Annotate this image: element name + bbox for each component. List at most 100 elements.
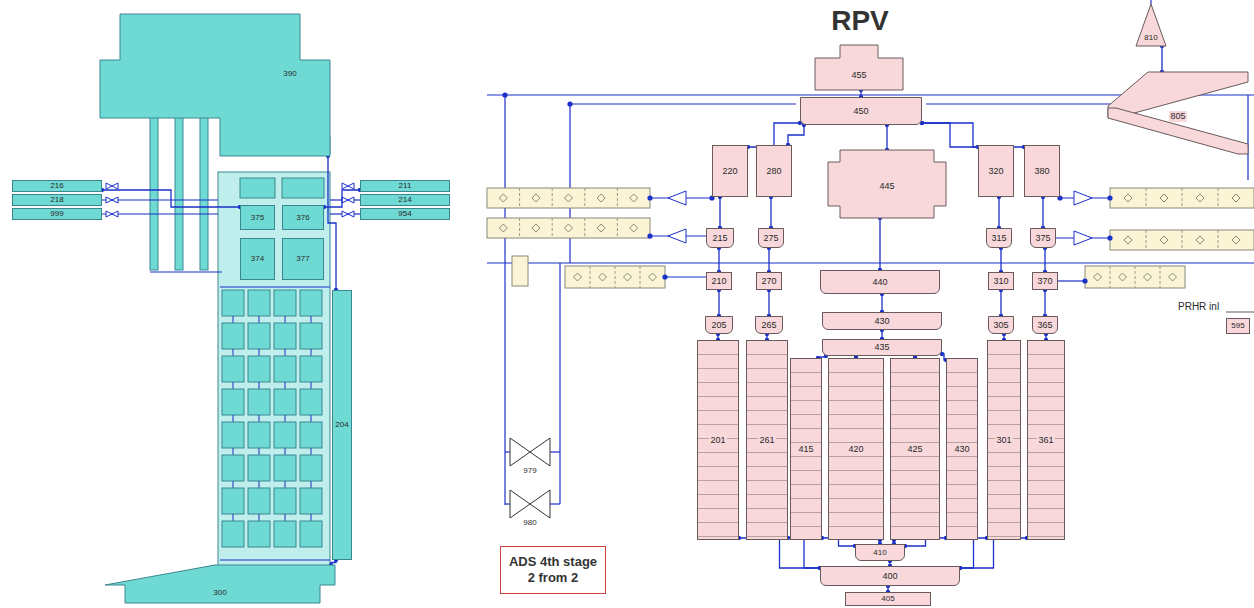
cell-diamond (499, 224, 507, 232)
pipe-line (150, 271, 222, 272)
volume-number: 205 (711, 321, 726, 330)
lower-plenum: 300 (105, 565, 335, 603)
pipe-volume (1085, 266, 1185, 288)
core-cell (300, 521, 322, 547)
junction-dot (1107, 195, 1112, 200)
volume-box: 377 (282, 238, 324, 280)
volume-box: 315 (986, 228, 1012, 248)
valve-symbol (348, 211, 354, 217)
channel-volume: 201 (697, 340, 739, 540)
channel-volume: 415 (790, 358, 822, 540)
volume-box: 218 (12, 194, 102, 206)
volume-number: 435 (874, 343, 889, 352)
pipe-line (285, 481, 286, 488)
cell-divider (617, 218, 618, 238)
volume-number: 805 (1169, 111, 1186, 122)
volume-number: 365 (1037, 321, 1052, 330)
pipe-line (550, 451, 560, 452)
upper-plenum-volume: 445 (828, 150, 946, 218)
volume-number: 374 (251, 255, 264, 263)
cell-divider (640, 266, 641, 288)
pipe-line (233, 316, 234, 323)
junction-dot (1107, 235, 1112, 240)
volume-number: 275 (763, 234, 778, 243)
flow-junction-line (718, 290, 719, 316)
valve-symbol (348, 183, 354, 189)
core-cell (300, 455, 322, 481)
flow-junction-line (768, 290, 769, 316)
core-cell (274, 290, 296, 316)
volume-number: 430 (874, 317, 889, 326)
flow-junction-line (922, 123, 1024, 147)
valve-symbol (348, 197, 354, 203)
core-cell (222, 521, 244, 547)
cell-diamond (1169, 273, 1177, 281)
pipe-volume (1110, 230, 1254, 250)
cell-diamond (624, 273, 632, 281)
pump-symbol (668, 191, 686, 205)
volume-number: 310 (993, 277, 1008, 286)
volume-number: 214 (398, 196, 411, 204)
junction-dot (567, 101, 572, 106)
volume-box: 305 (988, 316, 1014, 334)
pipe-line (220, 287, 330, 288)
flow-junction-line (998, 197, 999, 228)
pipe-line (233, 514, 234, 521)
volume-number: 216 (50, 182, 63, 190)
volume-box: 450 (800, 97, 922, 125)
volume-box: 376 (282, 205, 324, 230)
pipe-line (570, 103, 796, 104)
valve-symbol (510, 438, 530, 466)
channel-volume: 420 (828, 358, 884, 540)
volume-number: 215 (712, 234, 727, 243)
pipe-volume (565, 266, 665, 288)
volume-number: 204 (335, 421, 348, 429)
volume-number: 315 (991, 234, 1006, 243)
core-cell (300, 356, 322, 382)
volume-number: 405 (881, 595, 894, 603)
volume-box: 280 (756, 145, 792, 197)
flow-junction-line (1044, 290, 1045, 316)
volume-number: 390 (283, 70, 296, 78)
core-cell (248, 290, 270, 316)
pipe-line (233, 349, 234, 356)
volume-box: 210 (706, 272, 732, 290)
pipe-line (1247, 95, 1248, 180)
core-cell (274, 455, 296, 481)
pressurizer-volume: 390 (100, 14, 332, 156)
volume-box: 214 (360, 194, 450, 206)
pipe-line (285, 349, 286, 356)
valve-symbol (510, 490, 530, 518)
volume-cell (282, 178, 324, 198)
valve-symbol (112, 211, 118, 217)
pipe-line (259, 316, 260, 323)
pipe-line (259, 415, 260, 422)
pipe-line (259, 481, 260, 488)
flow-junction-line (922, 123, 978, 147)
cell-diamond (597, 194, 605, 202)
upper-head-volume (815, 45, 903, 90)
volume-number: 270 (761, 277, 776, 286)
volume-number: 376 (296, 214, 309, 222)
pipe-line (311, 448, 312, 455)
pipe-volume (487, 218, 650, 238)
pipe-line (311, 316, 312, 323)
volume-number: 410 (873, 549, 886, 557)
volume-box: 220 (712, 145, 748, 197)
pipe-line (259, 382, 260, 389)
volume-number: 377 (296, 255, 309, 263)
volume-number: 380 (1034, 167, 1049, 176)
pipe-line (259, 448, 260, 455)
upper-head-volume (815, 45, 903, 90)
junction-dot (502, 92, 507, 97)
cell-diamond (599, 273, 607, 281)
pipe-line (504, 95, 505, 505)
pipe-line (285, 316, 286, 323)
core-cell (222, 455, 244, 481)
volume-number: 375 (1035, 234, 1050, 243)
cell-diamond (499, 194, 507, 202)
flow-junction-line (331, 560, 336, 565)
cell-diamond (1196, 194, 1204, 202)
junction-dot (647, 195, 652, 200)
